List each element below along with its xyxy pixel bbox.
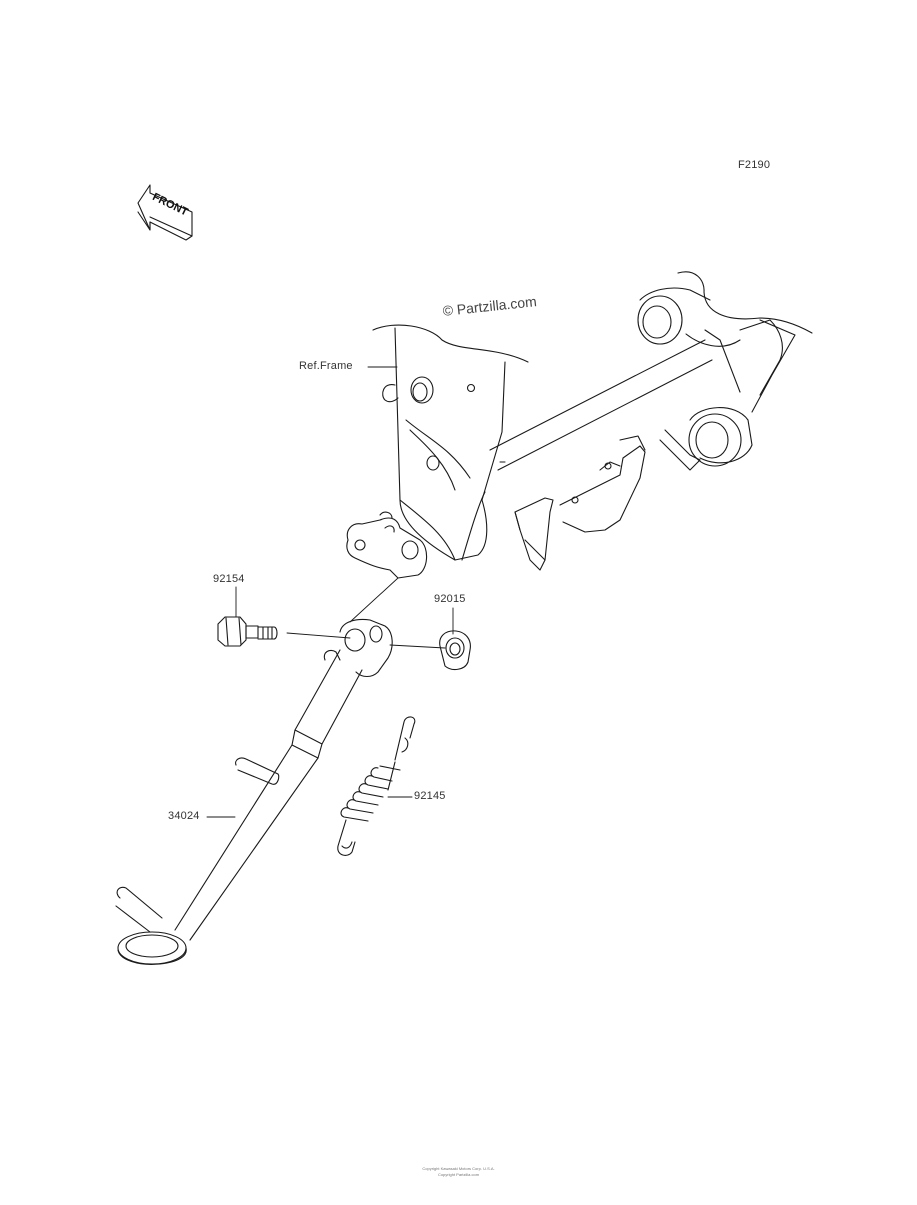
side-stand-34024: [116, 620, 392, 965]
frame-cross-tube: [490, 288, 795, 470]
bolt-92154: [218, 617, 277, 646]
callout-34024: 34024: [168, 810, 200, 822]
frame-bracket: [515, 436, 645, 570]
footer-line-2: Copyright Partzilla.com: [437, 1172, 480, 1177]
footer-line-1: Copyright Kawasaki Motors Corp. U.S.A.: [422, 1166, 495, 1171]
callout-92015: 92015: [434, 593, 466, 605]
front-arrow-icon: FRONT: [138, 185, 192, 240]
callout-92154: 92154: [213, 573, 245, 585]
leader-lines: [207, 367, 453, 817]
spring-92145: [338, 717, 415, 855]
callout-92145: 92145: [414, 790, 446, 802]
nut-92015: [440, 631, 471, 670]
frame-outline: [373, 272, 812, 560]
figure-code: F2190: [738, 159, 771, 171]
frame-stand-mount: [347, 512, 427, 578]
callout-ref-frame: Ref.Frame: [299, 360, 353, 372]
